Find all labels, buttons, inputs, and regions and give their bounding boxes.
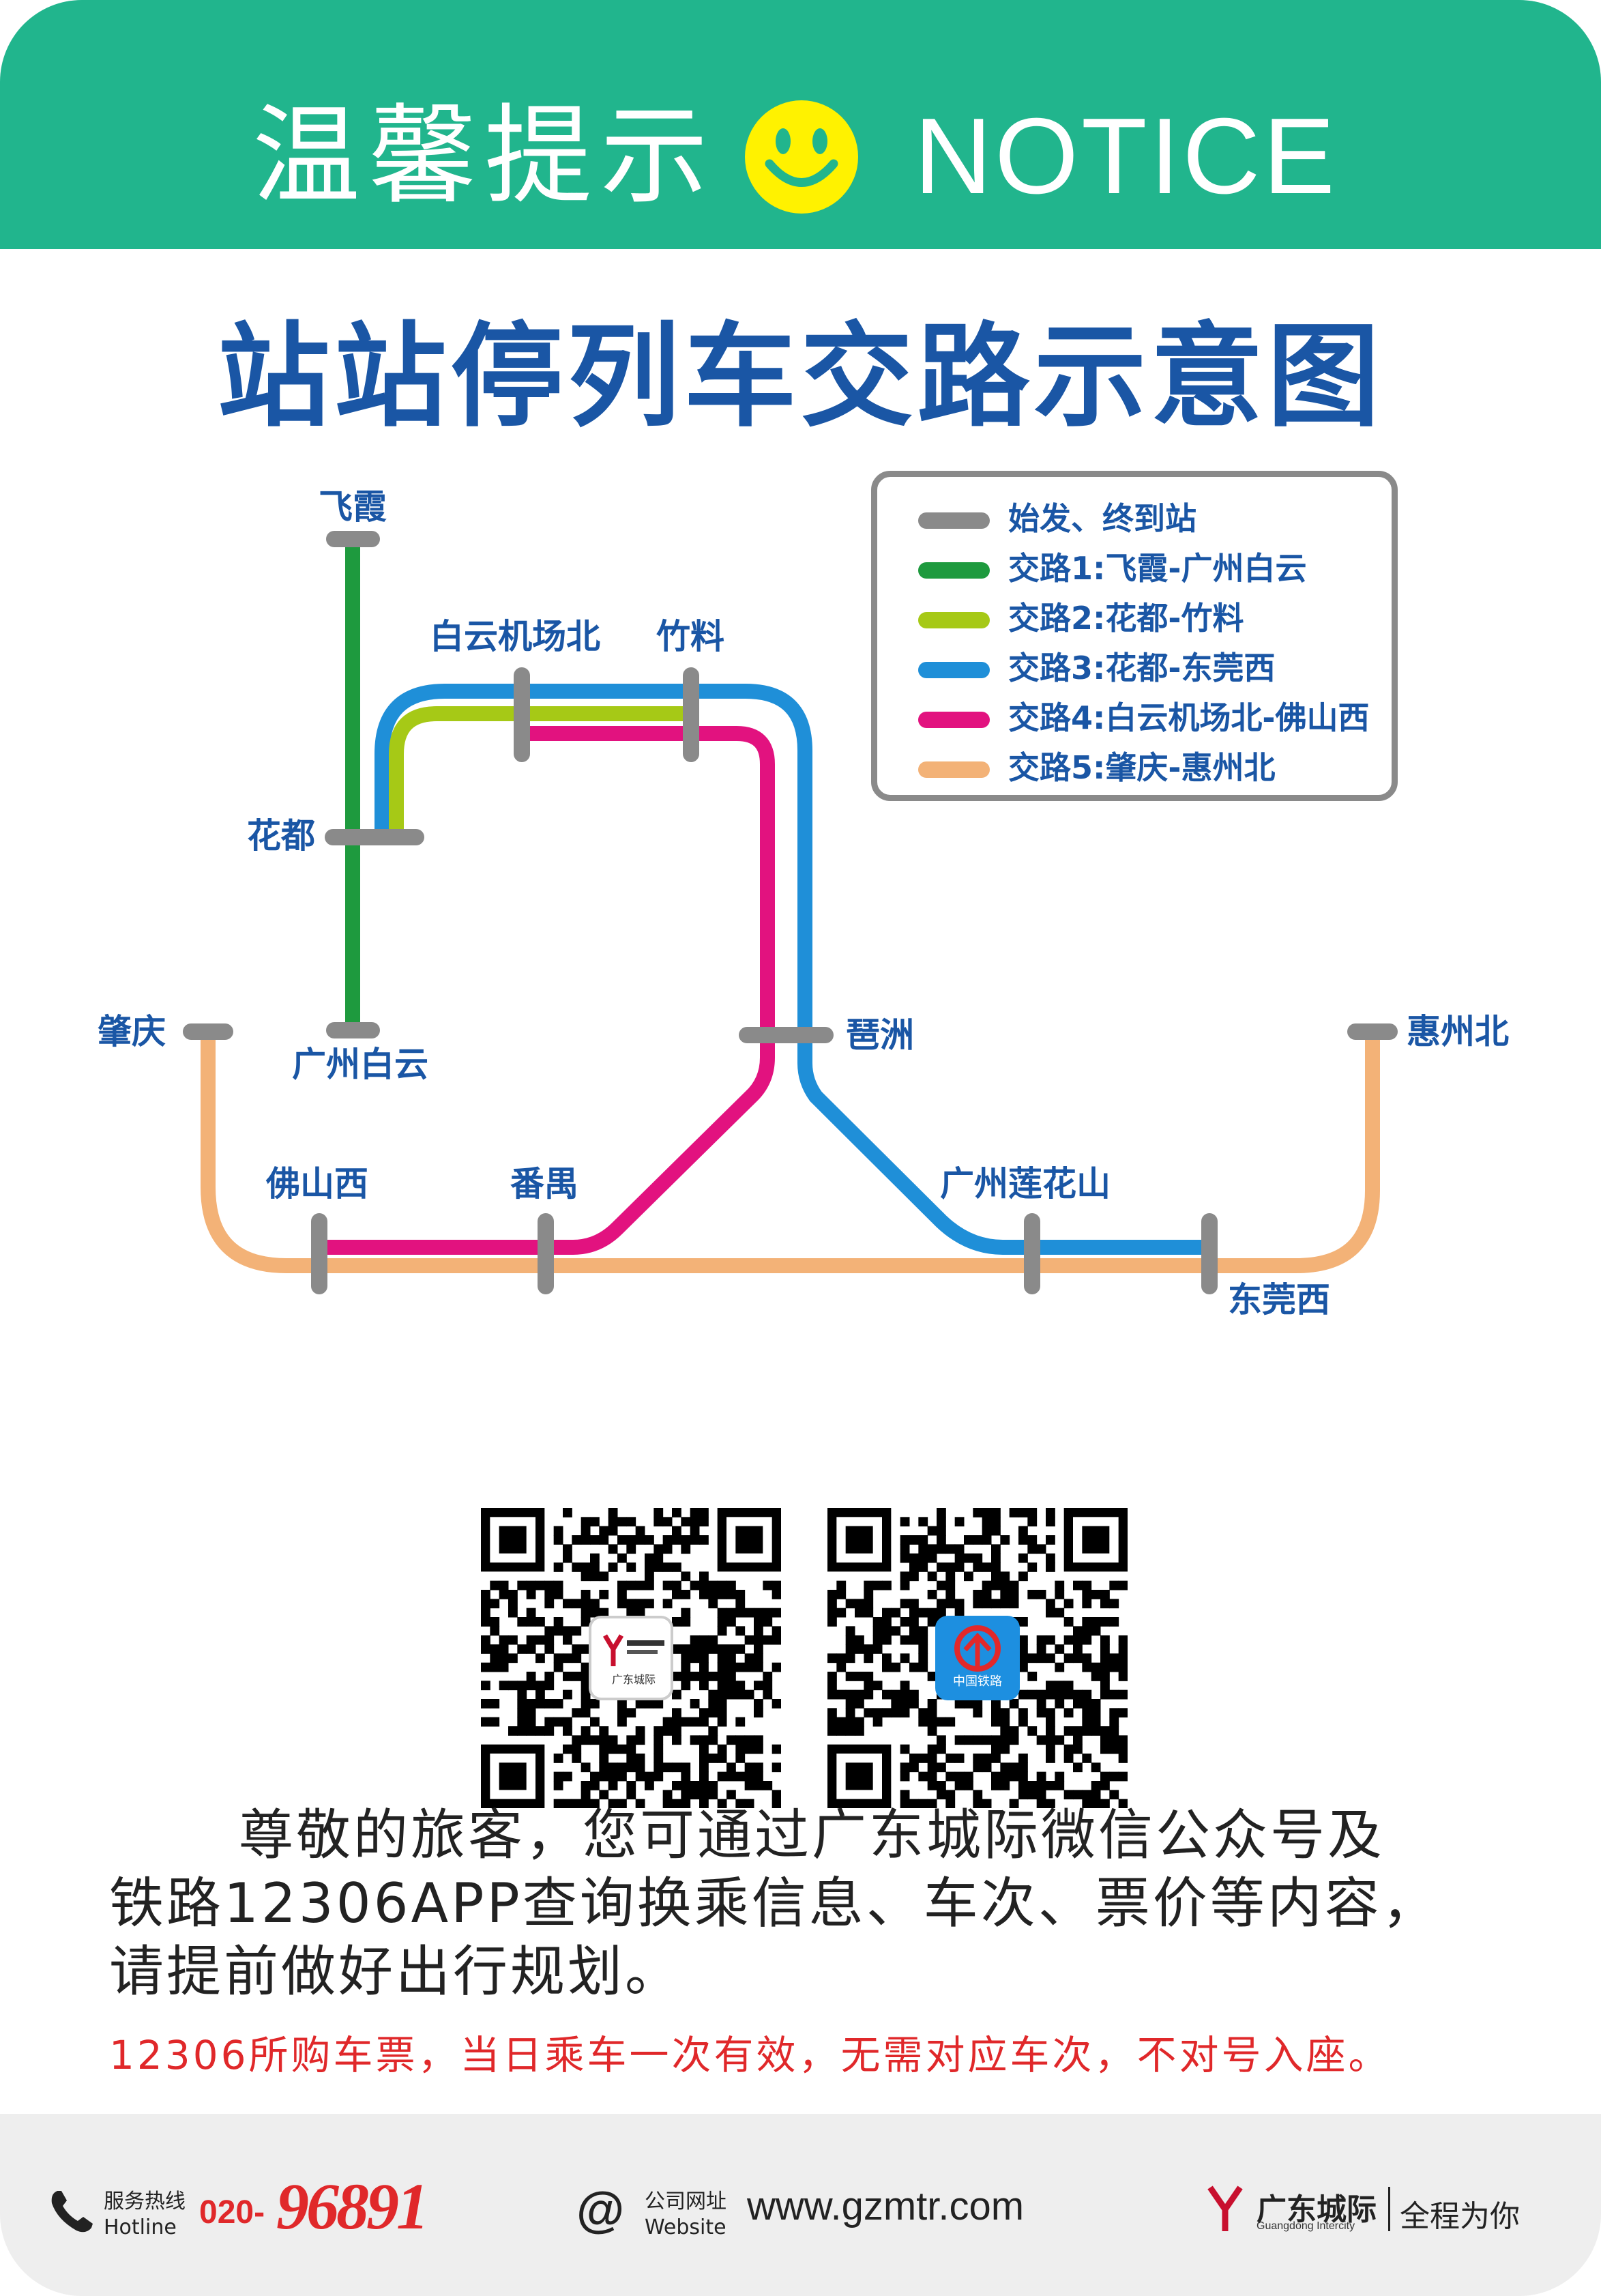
legend-swatch xyxy=(918,761,990,778)
legend-item: 交路3:花都-东莞西 xyxy=(877,647,1396,688)
station-label-huizhou-north: 惠州北 xyxy=(1407,1012,1509,1051)
ticket-validity-note: 12306所购车票，当日乘车一次有效，无需对应车次，不对号入座。 xyxy=(109,2032,1391,2078)
station-label-foshan-west: 佛山西 xyxy=(266,1164,368,1204)
route-2-line xyxy=(389,706,691,837)
station-label-baiyun-airport-north: 白云机场北 xyxy=(430,617,600,656)
route-5-line xyxy=(201,1032,1380,1273)
phone-icon xyxy=(51,2191,93,2233)
intercity-brand-logo-icon xyxy=(1207,2185,1243,2231)
route-4-line xyxy=(319,726,775,1255)
hotline-label-en: Hotline xyxy=(104,2215,177,2239)
route-legend: 始发、终到站 交路1:飞霞-广州白云 交路2:花都-竹料 交路3:花都-东莞西 … xyxy=(871,471,1398,801)
station-label-guangzhou-baiyun: 广州白云 xyxy=(292,1045,428,1084)
route-3-line xyxy=(374,684,1209,1255)
legend-item: 交路5:肇庆-惠州北 xyxy=(877,746,1396,787)
message-line-1: 尊敬的旅客，您可通过广东城际微信公众号及 xyxy=(239,1803,1385,1867)
hotline-number[interactable]: 96891 xyxy=(276,2170,429,2243)
legend-item: 交路4:白云机场北-佛山西 xyxy=(877,697,1396,738)
website-label-en: Website xyxy=(645,2215,726,2239)
legend-swatch xyxy=(918,512,990,529)
legend-item: 始发、终到站 xyxy=(877,497,1396,538)
legend-swatch xyxy=(918,612,990,628)
station-label-feixia: 飞霞 xyxy=(319,487,387,527)
smiley-face-icon xyxy=(745,100,858,214)
brand-divider xyxy=(1388,2187,1390,2231)
china-railway-logo-icon: 中国铁路 xyxy=(935,1616,1020,1700)
diagram-title: 站站停列车交路示意图 xyxy=(217,311,1384,442)
qr-code-intercity-wechat[interactable]: 广东城际 xyxy=(481,1508,782,1809)
legend-item: 交路1:飞霞-广州白云 xyxy=(877,547,1396,588)
message-line-2: 铁路12306APP查询换乘信息、车次、票价等内容， xyxy=(109,1872,1439,1935)
station-label-panyu: 番禺 xyxy=(510,1164,578,1204)
station-label-guangzhou-lianhuashan: 广州莲花山 xyxy=(940,1164,1111,1204)
brand-name-cn: 广东城际 xyxy=(1257,2192,1377,2227)
brand-name-en: Guangdong Intercity xyxy=(1257,2220,1355,2232)
legend-label: 交路3:花都-东莞西 xyxy=(1008,650,1276,686)
legend-label: 始发、终到站 xyxy=(1008,500,1196,537)
header-title-en: NOTICE xyxy=(914,96,1338,216)
qr-code-railway-12306[interactable]: 中国铁路 xyxy=(827,1508,1128,1809)
intercity-logo-icon: 广东城际 xyxy=(589,1616,673,1700)
website-label-cn: 公司网址 xyxy=(645,2190,726,2213)
at-sign-icon: @ xyxy=(576,2183,625,2237)
station-label-pazhou: 琶洲 xyxy=(846,1015,914,1055)
footer-bar xyxy=(0,2114,1601,2296)
website-url-link[interactable]: www.gzmtr.com xyxy=(747,2184,1025,2228)
station-label-dongguan-west: 东莞西 xyxy=(1228,1280,1330,1320)
route-map xyxy=(183,531,1398,1294)
brand-slogan: 全程为你 xyxy=(1400,2199,1520,2234)
station-label-zhaoqing: 肇庆 xyxy=(98,1012,166,1051)
legend-label: 交路2:花都-竹料 xyxy=(1008,600,1244,637)
hotline-prefix: 020- xyxy=(199,2194,265,2230)
legend-label: 交路1:飞霞-广州白云 xyxy=(1008,550,1307,587)
legend-label: 交路5:肇庆-惠州北 xyxy=(1008,749,1276,786)
station-label-huadu: 花都 xyxy=(247,816,315,856)
legend-item: 交路2:花都-竹料 xyxy=(877,597,1396,638)
header-title-cn: 温馨提示 xyxy=(252,93,716,219)
hotline-label-cn: 服务热线 xyxy=(104,2190,186,2213)
legend-swatch xyxy=(918,562,990,579)
station-label-zhuliao: 竹料 xyxy=(656,617,724,656)
legend-swatch xyxy=(918,662,990,678)
message-line-3: 请提前做好出行规划。 xyxy=(109,1940,682,2003)
legend-swatch xyxy=(918,712,990,728)
legend-label: 交路4:白云机场北-佛山西 xyxy=(1008,699,1370,736)
